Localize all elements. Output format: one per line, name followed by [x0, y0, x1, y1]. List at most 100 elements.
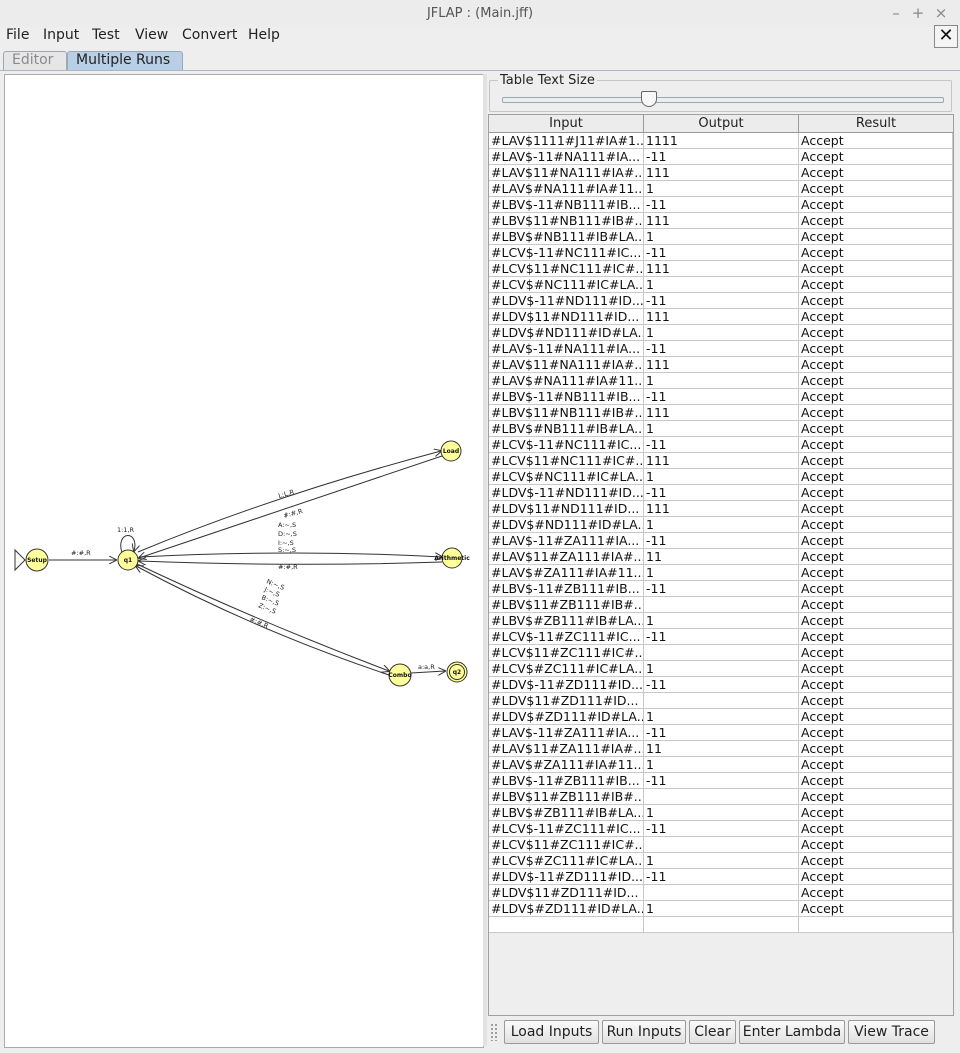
cell-input[interactable]: #LDV$11#ND111#ID... [489, 501, 644, 517]
cell-output[interactable]: -11 [644, 341, 799, 357]
cell-result[interactable]: Accept [799, 421, 953, 437]
run-inputs-button[interactable]: Run Inputs [602, 1020, 686, 1044]
cell-result[interactable]: Accept [799, 517, 953, 533]
cell-result[interactable]: Accept [799, 853, 953, 869]
menu-help[interactable]: Help [248, 27, 280, 43]
cell-output[interactable]: -11 [644, 677, 799, 693]
cell-output[interactable]: -11 [644, 197, 799, 213]
cell-result[interactable]: Accept [799, 533, 953, 549]
cell-output[interactable]: 1111 [644, 133, 799, 149]
cell-input[interactable]: #LCV$11#NC111#IC#... [489, 261, 644, 277]
cell-result[interactable]: Accept [799, 709, 953, 725]
cell-input[interactable]: #LAV$11#ZA111#IA#... [489, 741, 644, 757]
cell-result[interactable]: Accept [799, 165, 953, 181]
cell-input[interactable]: #LBV$#NB111#IB#LA... [489, 421, 644, 437]
cell-result[interactable]: Accept [799, 661, 953, 677]
cell-result[interactable]: Accept [799, 789, 953, 805]
cell-result[interactable]: Accept [799, 757, 953, 773]
cell-output[interactable]: 111 [644, 309, 799, 325]
cell-output[interactable]: 1 [644, 565, 799, 581]
cell-output[interactable]: 111 [644, 213, 799, 229]
menu-test[interactable]: Test [92, 27, 120, 43]
state-combo[interactable] [388, 663, 412, 687]
cell-output[interactable]: 1 [644, 373, 799, 389]
cell-result[interactable]: Accept [799, 725, 953, 741]
cell-result[interactable]: Accept [799, 837, 953, 853]
cell-input[interactable]: #LAV$#ZA111#IA#11... [489, 565, 644, 581]
cell-input[interactable]: #LDV$11#ZD111#ID... [489, 885, 644, 901]
cell-output[interactable]: -11 [644, 245, 799, 261]
cell-output[interactable] [644, 645, 799, 661]
cell-result[interactable]: Accept [799, 629, 953, 645]
cell-output[interactable]: 1 [644, 901, 799, 917]
cell-output[interactable]: 111 [644, 165, 799, 181]
cell-input[interactable]: #LAV$-11#ZA111#IA... [489, 533, 644, 549]
cell-result[interactable]: Accept [799, 197, 953, 213]
cell-input[interactable]: #LCV$-11#NC111#IC... [489, 245, 644, 261]
table-row[interactable]: #LDV$11#ZD111#ID... Accept [489, 693, 953, 709]
view-trace-button[interactable]: View Trace [848, 1020, 935, 1044]
cell-output[interactable]: 1 [644, 229, 799, 245]
cell-output[interactable]: -11 [644, 533, 799, 549]
cell-result[interactable]: Accept [799, 805, 953, 821]
cell-input[interactable]: #LCV$#NC111#IC#LA... [489, 469, 644, 485]
cell-result[interactable]: Accept [799, 357, 953, 373]
cell-input[interactable]: #LCV$11#NC111#IC#... [489, 453, 644, 469]
cell-input[interactable]: #LCV$#ZC111#IC#LA... [489, 661, 644, 677]
cell-output[interactable]: 11 [644, 549, 799, 565]
cell-output[interactable]: 111 [644, 261, 799, 277]
cell-input[interactable]: #LDV$11#ZD111#ID... [489, 693, 644, 709]
cell-result[interactable]: Accept [799, 501, 953, 517]
cell-output[interactable]: -11 [644, 149, 799, 165]
header-result[interactable]: Result [855, 116, 897, 131]
cell-output[interactable]: 1 [644, 757, 799, 773]
cell-input[interactable]: #LBV$#NB111#IB#LA... [489, 229, 644, 245]
cell-output[interactable]: -11 [644, 773, 799, 789]
cell-input[interactable]: #LDV$-11#ND111#ID... [489, 293, 644, 309]
cell-result[interactable]: Accept [799, 229, 953, 245]
cell-input[interactable]: #LDV$#ND111#ID#LA... [489, 325, 644, 341]
cell-output[interactable]: 1 [644, 853, 799, 869]
cell-output[interactable]: -11 [644, 869, 799, 885]
cell-result[interactable]: Accept [799, 341, 953, 357]
cell-result[interactable]: Accept [799, 373, 953, 389]
table-row[interactable]: #LBV$11#ZB111#IB#... Accept [489, 789, 953, 805]
cell-output[interactable]: 111 [644, 453, 799, 469]
cell-input[interactable]: #LAV$-11#ZA111#IA... [489, 725, 644, 741]
cell-result[interactable]: Accept [799, 645, 953, 661]
cell-output[interactable]: -11 [644, 485, 799, 501]
cell-input[interactable] [489, 917, 644, 933]
tab-multiple-runs[interactable]: Multiple Runs [67, 51, 183, 70]
cell-input[interactable]: #LAV$11#NA111#IA#... [489, 357, 644, 373]
cell-result[interactable]: Accept [799, 693, 953, 709]
cell-result[interactable]: Accept [799, 213, 953, 229]
table-row[interactable]: #LCV$11#ZC111#IC#...Accept [489, 837, 953, 853]
cell-input[interactable]: #LAV$1111#J11#IA#1... [489, 133, 644, 149]
table-row[interactable]: #LCV$11#ZC111#IC#...Accept [489, 645, 953, 661]
cell-result[interactable]: Accept [799, 469, 953, 485]
cell-result[interactable] [799, 917, 953, 933]
cell-output[interactable] [644, 693, 799, 709]
table-row[interactable] [489, 917, 953, 933]
cell-input[interactable]: #LBV$#ZB111#IB#LA... [489, 613, 644, 629]
cell-result[interactable]: Accept [799, 821, 953, 837]
menu-input[interactable]: Input [43, 27, 80, 43]
text-size-slider-track[interactable] [502, 97, 944, 103]
cell-input[interactable]: #LAV$-11#NA111#IA... [489, 149, 644, 165]
cell-input[interactable]: #LBV$11#ZB111#IB#... [489, 789, 644, 805]
cell-output[interactable]: 1 [644, 661, 799, 677]
clear-button[interactable]: Clear [689, 1020, 736, 1044]
